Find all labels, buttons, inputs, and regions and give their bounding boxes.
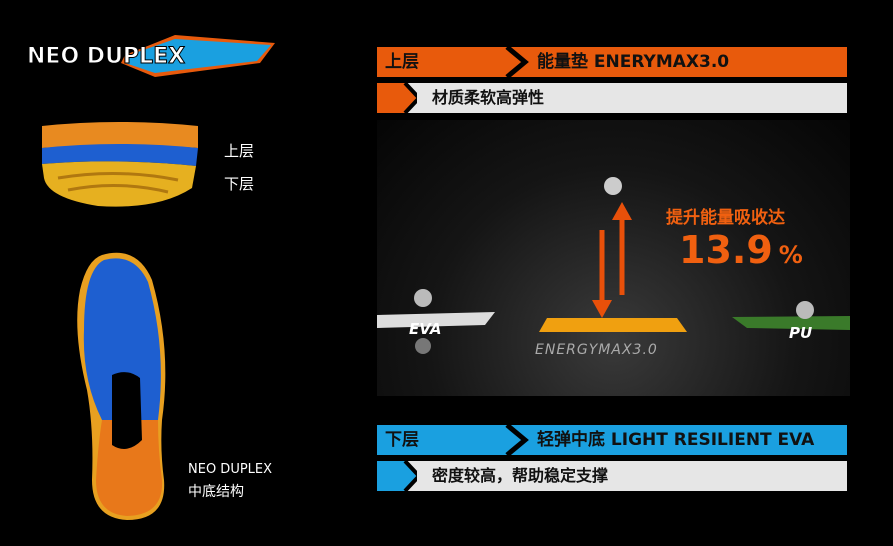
- upper-title-bar: 上层 能量垫 ENERYMAX3.0: [377, 47, 847, 77]
- midsole-layers-image: [42, 122, 198, 207]
- insole-image: [77, 252, 166, 520]
- percent-value: 13.9: [679, 228, 773, 272]
- lower-subtitle: 密度较高，帮助稳定支撑: [432, 466, 609, 485]
- lower-subtitle-bar: 密度较高，帮助稳定支撑: [377, 461, 847, 491]
- ball: [604, 177, 622, 195]
- neo-duplex-logo: NEO DUPLEX: [27, 35, 275, 77]
- energy-demo-panel: 提升能量吸收达 13.9% EVA ENERGYMAX3.0 PU: [377, 120, 850, 396]
- upper-tag: 上层: [385, 52, 419, 72]
- lower-tag: 下层: [385, 430, 419, 450]
- eva-label: EVA: [409, 320, 442, 338]
- upper-layer-label: 上层: [224, 142, 255, 160]
- chevron-right-icon: [377, 461, 417, 491]
- upper-subtitle-bar: 材质柔软高弹性: [377, 83, 847, 113]
- headline: 提升能量吸收达: [666, 208, 785, 228]
- pu-plate: [732, 316, 850, 330]
- pu-label: PU: [789, 324, 813, 342]
- lower-layer-label: 下层: [224, 175, 255, 193]
- percent-unit: %: [778, 241, 803, 269]
- lower-title: 轻弹中底 LIGHT RESILIENT EVA: [537, 430, 815, 450]
- improvement-value: 13.9%: [679, 228, 803, 272]
- ball: [415, 338, 431, 354]
- chevron-right-icon: [505, 425, 529, 455]
- demo-graphic: [377, 177, 850, 354]
- ball: [796, 301, 814, 319]
- upper-title: 能量垫 ENERYMAX3.0: [537, 52, 730, 72]
- chevron-right-icon: [505, 47, 529, 77]
- lower-title-bar: 下层 轻弹中底 LIGHT RESILIENT EVA: [377, 425, 847, 455]
- energymax-plate: [539, 318, 687, 332]
- upper-subtitle: 材质柔软高弹性: [432, 88, 545, 107]
- ball: [414, 289, 432, 307]
- caption-line2: 中底结构: [188, 484, 244, 500]
- caption-line1: NEO DUPLEX: [188, 462, 273, 477]
- chevron-right-icon: [377, 83, 417, 113]
- eva-plate: [377, 312, 495, 328]
- svg-text:NEO DUPLEX: NEO DUPLEX: [27, 44, 185, 69]
- energymax-label: ENERGYMAX3.0: [535, 342, 658, 358]
